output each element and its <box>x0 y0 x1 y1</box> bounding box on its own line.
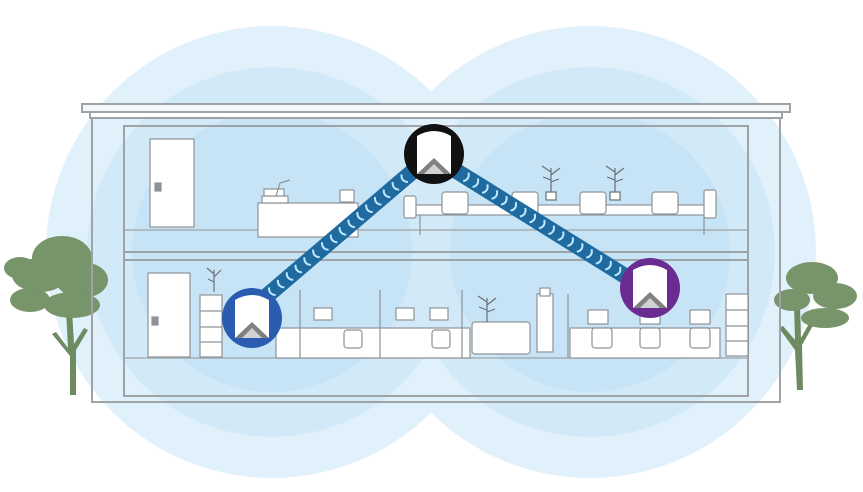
link-chevron <box>462 172 470 183</box>
link-chevron <box>567 237 574 247</box>
roof-cap <box>81 103 791 113</box>
link-chevron <box>268 287 276 297</box>
link-chevron <box>500 195 508 206</box>
monitors <box>313 307 711 325</box>
link-chevron <box>576 243 584 253</box>
link-chevron <box>604 260 612 271</box>
satellite-right <box>620 258 680 318</box>
link-chevron <box>481 184 489 194</box>
tree-right <box>774 262 857 390</box>
link-chevron <box>276 279 285 289</box>
file-cabinet-right <box>725 293 749 357</box>
link-chevron <box>365 204 373 214</box>
link-chevron <box>529 213 537 224</box>
lower-floor <box>147 267 749 359</box>
link-chevron <box>373 196 382 206</box>
link-router-main-to-satellite-right <box>450 164 646 292</box>
link-chevron <box>294 264 303 274</box>
plants-upper <box>541 165 625 201</box>
link-left-chevrons <box>268 174 409 297</box>
link-chevron <box>548 225 555 236</box>
link-chevron <box>382 189 391 199</box>
water-cooler <box>536 293 554 353</box>
satellite-left <box>222 288 282 348</box>
building <box>81 103 791 403</box>
router-main <box>404 124 464 184</box>
link-chevron <box>391 181 400 191</box>
office-chairs <box>343 327 711 349</box>
link-chevron <box>347 219 356 229</box>
link-chevron <box>321 242 329 251</box>
link-chevron <box>491 190 499 200</box>
link-chevron <box>519 207 527 218</box>
link-chevron <box>312 249 320 259</box>
sofa <box>471 321 531 355</box>
link-chevron <box>538 219 546 230</box>
link-chevron <box>400 174 409 184</box>
door-lower <box>147 272 191 358</box>
cubicle-partitions <box>299 290 569 358</box>
tree-left <box>4 236 108 395</box>
link-chevron <box>595 254 603 265</box>
link-chevron <box>585 248 593 259</box>
link-chevron <box>557 231 565 241</box>
plant-lower <box>206 267 497 322</box>
link-chevron <box>338 227 347 236</box>
file-cabinet-left <box>199 294 223 358</box>
link-chevron <box>356 212 364 221</box>
link-chevron <box>472 178 480 188</box>
link-chevron <box>614 266 622 277</box>
link-chevron <box>510 201 518 212</box>
link-chevron <box>303 257 311 266</box>
link-router-main-to-satellite-left <box>254 164 420 308</box>
exterior-wall <box>91 117 781 403</box>
link-chevron <box>329 234 338 244</box>
link-chevron <box>285 272 294 281</box>
